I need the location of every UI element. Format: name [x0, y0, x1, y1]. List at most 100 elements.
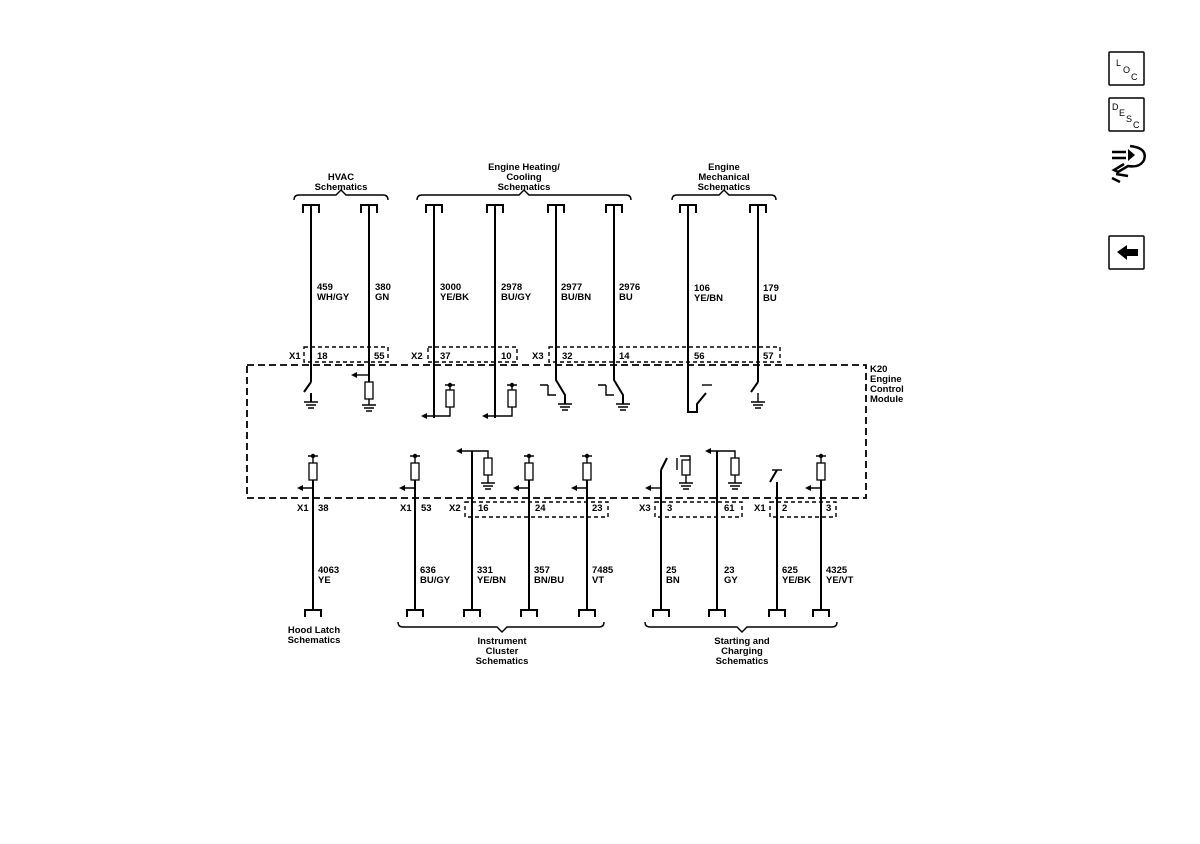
- resistor-symbol: [364, 381, 374, 400]
- pin-number: 57: [763, 351, 774, 362]
- arrow-icon: [571, 485, 577, 491]
- pin-number: 24: [535, 503, 546, 514]
- connector-box: [303, 346, 389, 363]
- wire-circuit-number: 179: [763, 283, 779, 294]
- wire-color: BU/BN: [561, 292, 591, 303]
- terminal: [520, 609, 538, 617]
- ground-icon: [679, 475, 693, 490]
- pin-number: 37: [440, 351, 451, 362]
- desc-letter: C: [1133, 120, 1140, 130]
- ground-icon: [616, 403, 630, 411]
- terminal: [360, 204, 378, 213]
- wire-color: BU/GY: [420, 575, 451, 586]
- wire-color: BU: [763, 293, 777, 304]
- top-internal-circuits: [303, 372, 765, 419]
- group-label-line: Cooling: [506, 172, 542, 183]
- group-brace: [644, 621, 838, 633]
- pin-number: 23: [592, 503, 603, 514]
- group-label-line: Cluster: [486, 646, 519, 657]
- connector-label: X3: [532, 351, 544, 362]
- group-brace: [671, 189, 777, 201]
- pin-number: 2: [782, 503, 787, 514]
- wire-circuit-number: 357: [534, 565, 550, 576]
- connector-label: X2: [411, 351, 423, 362]
- connector-box: [769, 501, 837, 518]
- module-label-line: K20: [870, 364, 887, 375]
- wire-color: VT: [592, 575, 604, 586]
- wire-circuit-number: 25: [666, 565, 677, 576]
- top-terminals: [302, 204, 767, 213]
- terminal: [463, 609, 481, 617]
- arrow-left-icon: [1117, 245, 1138, 260]
- terminal: [679, 204, 697, 213]
- terminal: [406, 609, 424, 617]
- desc-letter: E: [1119, 108, 1125, 118]
- group-label-line: Starting and: [714, 636, 770, 647]
- wire-circuit-number: 331: [477, 565, 494, 576]
- arrow-icon: [351, 372, 357, 378]
- desc-letter: S: [1126, 114, 1132, 124]
- top-group-engine-heating-cooling: Engine Heating/ Cooling Schematics: [416, 162, 632, 201]
- wire-color: WH/GY: [317, 292, 350, 303]
- loc-letter: O: [1123, 65, 1130, 75]
- ground-icon: [481, 475, 495, 490]
- module-label-line: Module: [870, 394, 903, 405]
- resistor-symbol: [582, 462, 592, 481]
- wire-circuit-number: 459: [317, 282, 333, 293]
- switch-symbol: [303, 381, 312, 402]
- group-label-line: Hood Latch: [288, 625, 340, 636]
- bottom-internal-circuits: [297, 448, 826, 491]
- loc-letter: C: [1131, 72, 1138, 82]
- ground-icon: [304, 401, 318, 409]
- arrow-icon: [456, 448, 462, 454]
- wire-color: YE/VT: [826, 575, 854, 586]
- resistor-symbol: [445, 389, 455, 408]
- group-label-line: Schematics: [698, 182, 751, 193]
- bottom-terminals: [304, 609, 830, 617]
- pin-number: 53: [421, 503, 432, 514]
- wire-color: YE/BK: [782, 575, 811, 586]
- wire-color: BU/GY: [501, 292, 532, 303]
- group-label-line: HVAC: [328, 172, 354, 183]
- group-brace: [397, 621, 605, 633]
- bottom-group-starting-charging: Starting and Charging Schematics: [644, 621, 838, 667]
- bottom-wires: [312, 451, 822, 610]
- pin-number: 55: [374, 351, 385, 362]
- connector-box: [654, 501, 743, 518]
- connector-label: X3: [639, 503, 651, 514]
- wire-circuit-number: 7485: [592, 565, 614, 576]
- module-label: K20 Engine Control Module: [870, 364, 904, 405]
- terminal: [652, 609, 670, 617]
- ground-icon: [751, 393, 765, 409]
- group-label-line: Schematics: [716, 656, 769, 667]
- terminal: [708, 609, 726, 617]
- group-label-line: Schematics: [288, 635, 341, 646]
- terminal: [547, 204, 565, 213]
- desc-button[interactable]: D E S C: [1108, 97, 1145, 132]
- back-button[interactable]: [1108, 235, 1145, 270]
- arrow-icon: [421, 413, 427, 419]
- pin-number: 16: [478, 503, 489, 514]
- wire-circuit-number: 2978: [501, 282, 522, 293]
- wire-circuit-number: 636: [420, 565, 436, 576]
- wire-circuit-number: 380: [375, 282, 391, 293]
- pin-number: 10: [501, 351, 512, 362]
- top-connectors: X1 X2 X3 18 55 37 10 32 14 56 57: [289, 346, 781, 363]
- terminal: [768, 609, 786, 617]
- ground-icon: [728, 475, 742, 490]
- resistor-symbol: [507, 389, 517, 408]
- connector-label: X2: [449, 503, 461, 514]
- arrow-icon: [482, 413, 488, 419]
- wire-color: BN/BU: [534, 575, 564, 586]
- loc-letter: L: [1116, 58, 1121, 68]
- bottom-connectors: X1 X1 X2 X3 X1 38 53 16 24 23 3 61 2 3: [297, 501, 837, 518]
- connector-wrench-icon[interactable]: [1111, 144, 1146, 184]
- group-label-line: Schematics: [498, 182, 551, 193]
- wire-color: GY: [724, 575, 738, 586]
- module-boundary: [246, 364, 867, 499]
- group-label-line: Engine: [708, 162, 740, 173]
- loc-button[interactable]: L O C: [1108, 51, 1145, 86]
- desc-letter: D: [1112, 102, 1119, 112]
- ground-icon: [362, 399, 376, 412]
